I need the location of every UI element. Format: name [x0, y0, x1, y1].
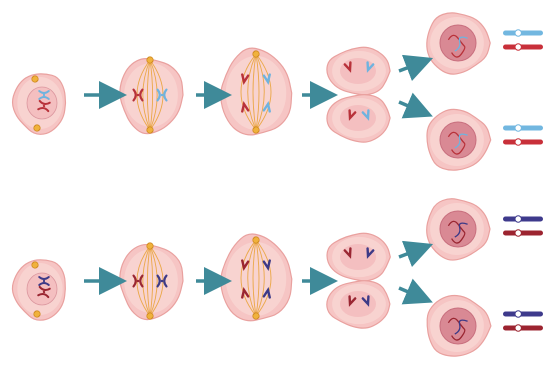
nucleus: [340, 105, 376, 131]
metaphase-cell: [120, 57, 183, 134]
row-1: [13, 13, 543, 170]
centromere: [161, 94, 164, 97]
cytoplasm: [124, 249, 178, 313]
daughter-cell-top: [427, 13, 490, 74]
cytoplasm: [124, 63, 178, 127]
chromosome-bar: [503, 326, 543, 331]
cytoplasm: [226, 56, 286, 130]
nucleus: [340, 291, 376, 317]
row-2: [12, 199, 543, 356]
nucleus: [340, 244, 376, 270]
centromere: [161, 280, 164, 283]
arrow: [399, 63, 420, 71]
nucleus: [440, 25, 476, 61]
centromere-bead: [515, 311, 521, 317]
centromere-bead: [515, 44, 521, 50]
anaphase-cell: [221, 48, 292, 135]
early-cell: [12, 260, 65, 320]
chromosome-bar: [503, 231, 543, 236]
daughter-cell-bottom: [427, 296, 491, 357]
chromosome-bar: [503, 126, 543, 131]
nucleus: [340, 58, 376, 84]
telophase-cell: [327, 233, 390, 328]
centromere-bead: [515, 139, 521, 145]
chromosome-bar: [503, 217, 543, 222]
chromosome-bar: [503, 140, 543, 145]
chromosome-bar: [503, 312, 543, 317]
early-cell: [13, 74, 66, 134]
nucleus: [440, 211, 476, 247]
nucleus: [440, 122, 476, 158]
chromosome-bar: [503, 45, 543, 50]
centromere: [43, 280, 45, 282]
centromere-bead: [515, 325, 521, 331]
centromere-bead: [515, 216, 521, 222]
centromere: [137, 280, 140, 283]
metaphase-cell: [120, 243, 183, 320]
daughter-cell-bottom: [427, 109, 491, 170]
arrow: [399, 102, 420, 111]
daughter-cell-top: [427, 199, 490, 260]
centromere: [43, 94, 45, 96]
chromosome-bar: [503, 31, 543, 36]
telophase-cell: [327, 47, 390, 142]
arrow: [399, 288, 420, 297]
cytoplasm: [226, 242, 286, 316]
nucleus: [440, 308, 476, 344]
centromere-bead: [515, 230, 521, 236]
anaphase-cell: [221, 234, 292, 321]
arrow: [399, 249, 420, 257]
centromere: [137, 94, 140, 97]
centromere-bead: [515, 125, 521, 131]
centromere-bead: [515, 30, 521, 36]
